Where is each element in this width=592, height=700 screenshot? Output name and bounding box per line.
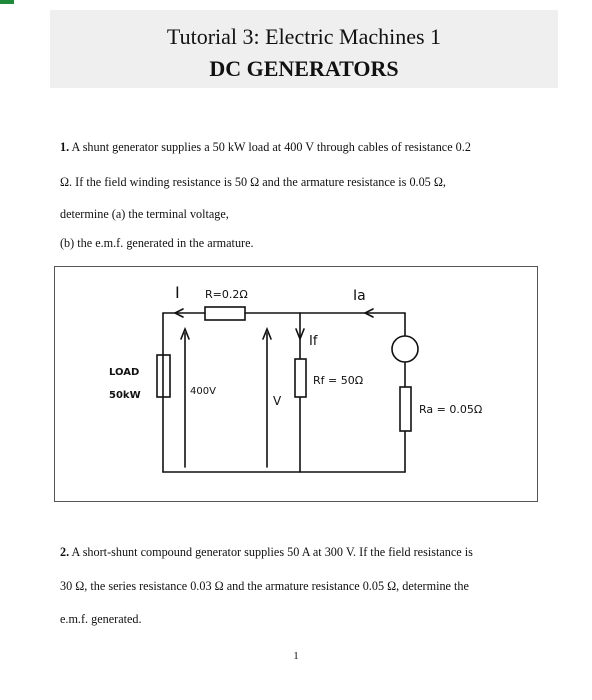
line-current-arrowhead [173, 308, 184, 318]
terminal-voltage-label: V [273, 394, 282, 408]
page-subtitle: DC GENERATORS [209, 56, 399, 81]
armature-symbol [391, 335, 419, 363]
armature-current-label: Ia [353, 288, 366, 304]
line-current-label: I [175, 283, 180, 302]
question-2-text-1: A short-shunt compound generator supplie… [71, 545, 473, 559]
field-current-arrowhead [295, 328, 305, 342]
circuit-diagram: I R=0.2Ω Ia If Rf = 50Ω Ra = 0.05Ω LOAD … [54, 266, 538, 502]
question-2-line-2: 30 Ω, the series resistance 0.03 Ω and t… [60, 579, 469, 593]
field-resistor [294, 358, 307, 398]
load-label-line1: LOAD [109, 367, 139, 378]
question-1-line-3: determine (a) the terminal voltage, [60, 207, 229, 221]
field-current-label: If [309, 334, 318, 349]
load-label-line2: 50kW [109, 390, 141, 401]
load-voltage-arrowhead [180, 326, 190, 340]
corner-mark [0, 0, 14, 4]
terminal-voltage-arrowhead [262, 326, 272, 340]
load-voltage-label: 400V [190, 386, 216, 397]
question-2-number: 2. [60, 545, 70, 559]
field-resistance-label: Rf = 50Ω [313, 374, 363, 387]
circuit-svg: I R=0.2Ω Ia If Rf = 50Ω Ra = 0.05Ω LOAD … [109, 283, 482, 473]
question-1-line-2: Ω. If the field winding resistance is 50… [60, 175, 446, 189]
armature-current-arrowhead [363, 308, 374, 318]
question-1-line-1: 1. A shunt generator supplies a 50 kW lo… [60, 140, 471, 155]
cable-resistance-label: R=0.2Ω [205, 288, 248, 301]
title-box: Tutorial 3: Electric Machines 1 DC GENER… [50, 10, 558, 88]
page-number: 1 [293, 650, 299, 662]
armature-resistance-label: Ra = 0.05Ω [419, 403, 482, 416]
question-2-line-3: e.m.f. generated. [60, 612, 142, 626]
load-resistor [156, 354, 171, 398]
question-1-number: 1. [60, 140, 70, 154]
question-1-text-1: A shunt generator supplies a 50 kW load … [71, 140, 471, 154]
question-1-line-4: (b) the e.m.f. generated in the armature… [60, 236, 254, 250]
cable-resistor [204, 306, 246, 321]
page-title: Tutorial 3: Electric Machines 1 [166, 24, 442, 49]
armature-resistor [399, 386, 412, 432]
question-2-line-1: 2. A short-shunt compound generator supp… [60, 545, 473, 560]
